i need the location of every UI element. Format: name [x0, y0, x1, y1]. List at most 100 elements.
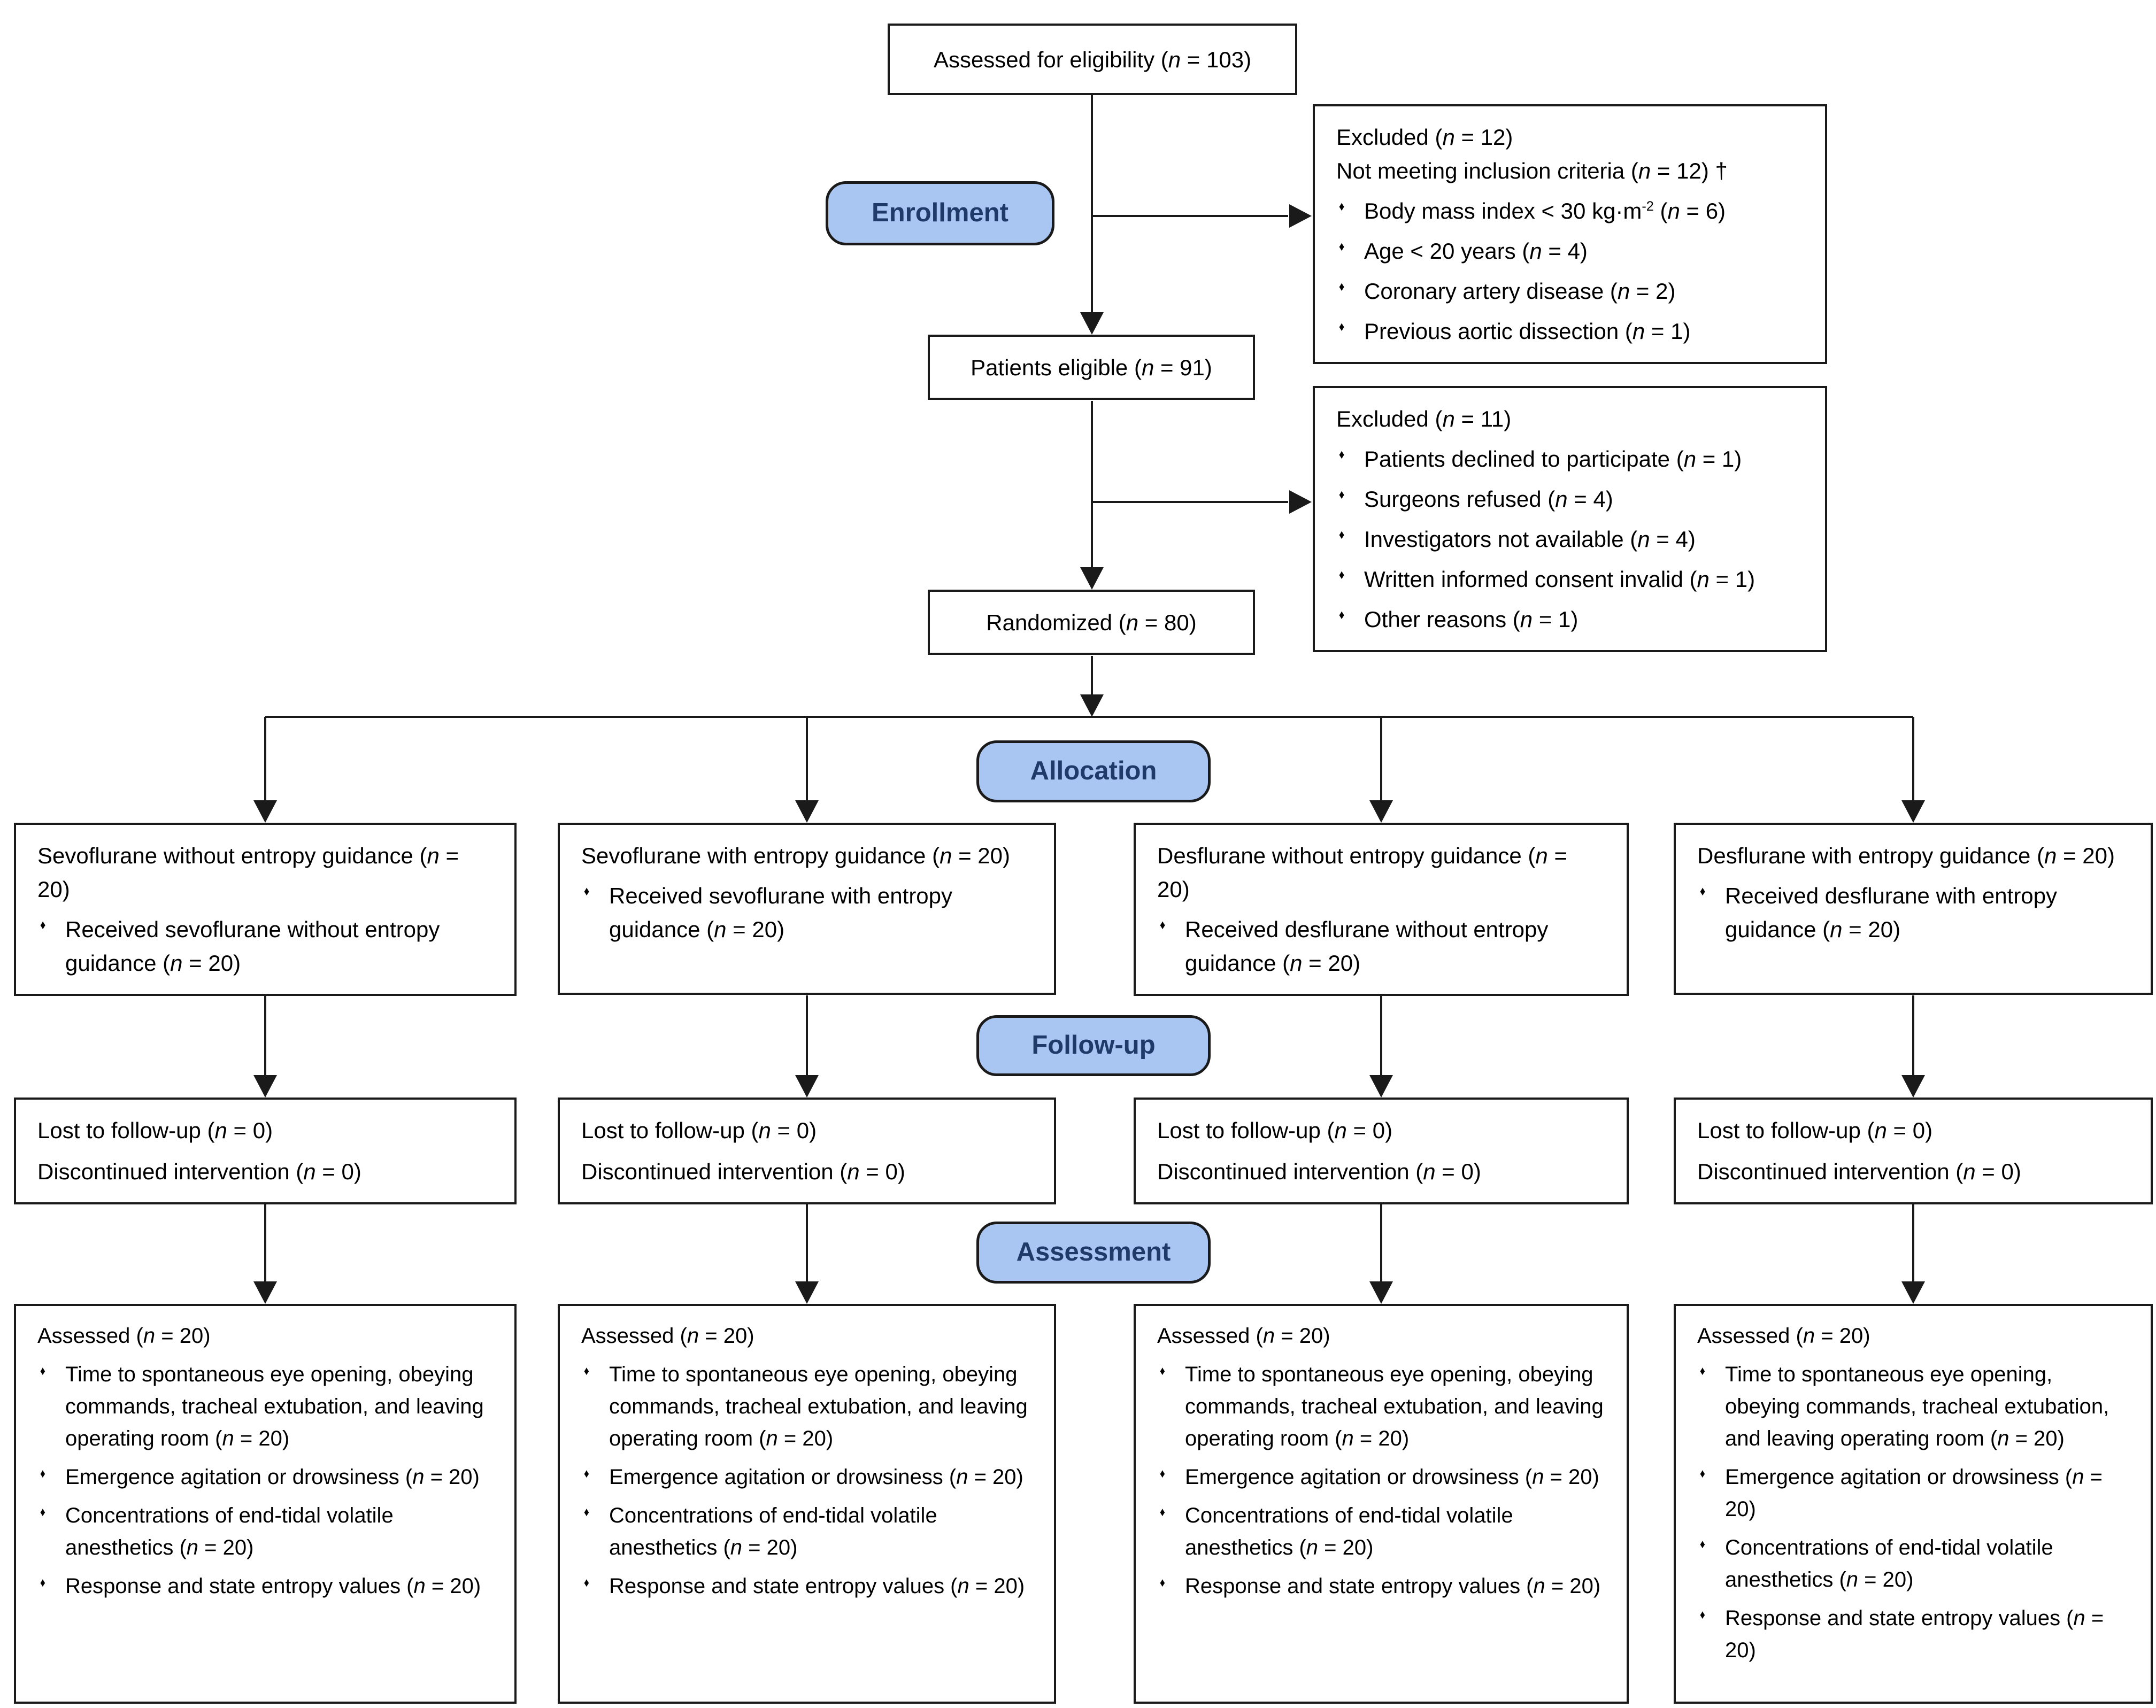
reason-text: Surgeons refused (n = 4): [1364, 486, 1613, 512]
stage-label-followup: Follow-up: [976, 1015, 1211, 1076]
outcome-item: ♦ Concentrations of end-tidal volatile a…: [37, 1500, 493, 1564]
diamond-bullet-icon: ♦: [1699, 1537, 1705, 1551]
followup-box-arm3: Lost to follow-up (n = 0) Discontinued i…: [1134, 1098, 1629, 1204]
excluded-2-title: Excluded (n = 11): [1336, 406, 1512, 431]
outcome-item: ♦ Emergence agitation or drowsiness (n =…: [581, 1461, 1033, 1493]
arrowhead-assessment-arm2: [795, 1281, 819, 1304]
followup-discontinued: Discontinued intervention (n = 0): [581, 1159, 905, 1184]
randomized-text: Randomized (n = 80): [986, 609, 1197, 635]
outcome-text: Time to spontaneous eye opening, obeying…: [65, 1363, 484, 1450]
diamond-bullet-icon: ♦: [1338, 239, 1345, 254]
diamond-bullet-icon: ♦: [1338, 488, 1345, 502]
excluded-box-2: Excluded (n = 11) ♦ Patients declined to…: [1313, 386, 1827, 652]
reason-text: Other reasons (n = 1): [1364, 607, 1578, 632]
arrowhead-assessment-arm4: [1901, 1281, 1925, 1304]
outcome-text: Time to spontaneous eye opening, obeying…: [1725, 1363, 2109, 1450]
outcome-text: Emergence agitation or drowsiness (n = 2…: [609, 1465, 1023, 1489]
outcome-item: ♦ Time to spontaneous eye opening, obeyi…: [37, 1358, 493, 1455]
reason-text: Coronary artery disease (n = 2): [1364, 279, 1676, 304]
reason-item: ♦ Other reasons (n = 1): [1336, 602, 1804, 636]
diamond-bullet-icon: ♦: [1338, 280, 1345, 294]
randomized-box: Randomized (n = 80): [928, 590, 1255, 655]
diamond-bullet-icon: ♦: [40, 918, 46, 932]
outcome-item: ♦ Response and state entropy values (n =…: [1157, 1570, 1605, 1602]
arrowhead-assessment-arm3: [1369, 1281, 1393, 1304]
diamond-bullet-icon: ♦: [583, 884, 590, 899]
outcome-item: ♦ Time to spontaneous eye opening, obeyi…: [1697, 1358, 2129, 1455]
outcome-text: Emergence agitation or drowsiness (n = 2…: [1725, 1465, 2103, 1521]
outcome-text: Time to spontaneous eye opening, obeying…: [609, 1363, 1028, 1450]
allocation-title: Desflurane with entropy guidance (n = 20…: [1697, 843, 2115, 868]
reason-text: Body mass index < 30 kg·m-2 (n = 6): [1364, 198, 1726, 223]
outcome-text: Emergence agitation or drowsiness (n = 2…: [65, 1465, 480, 1489]
allocation-box-arm2: Sevoflurane with entropy guidance (n = 2…: [558, 823, 1056, 995]
excluded-1-subtitle: Not meeting inclusion criteria (n = 12) …: [1336, 158, 1728, 183]
diamond-bullet-icon: ♦: [1159, 918, 1166, 932]
followup-lost: Lost to follow-up (n = 0): [1157, 1118, 1393, 1143]
outcome-text: Concentrations of end-tidal volatile ane…: [1185, 1504, 1513, 1559]
assessment-title: Assessed (n = 20): [37, 1324, 211, 1348]
outcome-item: ♦ Concentrations of end-tidal volatile a…: [581, 1500, 1033, 1564]
diamond-bullet-icon: ♦: [1338, 320, 1345, 334]
diamond-bullet-icon: ♦: [40, 1575, 45, 1589]
outcome-item: ♦ Time to spontaneous eye opening, obeyi…: [581, 1358, 1033, 1455]
followup-discontinued: Discontinued intervention (n = 0): [37, 1159, 361, 1184]
excluded-box-1: Excluded (n = 12) Not meeting inclusion …: [1313, 104, 1827, 364]
allocation-received-item: ♦ Received desflurane with entropy guida…: [1697, 879, 2129, 946]
outcome-text: Response and state entropy values (n = 2…: [609, 1574, 1025, 1598]
diamond-bullet-icon: ♦: [1338, 447, 1345, 462]
diamond-bullet-icon: ♦: [583, 1575, 589, 1589]
diamond-bullet-icon: ♦: [583, 1466, 589, 1480]
outcome-item: ♦ Emergence agitation or drowsiness (n =…: [1697, 1461, 2129, 1525]
diamond-bullet-icon: ♦: [1699, 1364, 1705, 1378]
excluded-1-title: Excluded (n = 12): [1336, 125, 1513, 150]
outcome-item: ♦ Response and state entropy values (n =…: [37, 1570, 493, 1602]
outcome-text: Emergence agitation or drowsiness (n = 2…: [1185, 1465, 1599, 1489]
outcome-text: Response and state entropy values (n = 2…: [1185, 1574, 1601, 1598]
assessment-box-arm2: Assessed (n = 20) ♦ Time to spontaneous …: [558, 1304, 1056, 1704]
reason-item: ♦ Previous aortic dissection (n = 1): [1336, 314, 1804, 348]
followup-box-arm1: Lost to follow-up (n = 0) Discontinued i…: [14, 1098, 517, 1204]
outcome-text: Concentrations of end-tidal volatile ane…: [1725, 1536, 2053, 1591]
diamond-bullet-icon: ♦: [1159, 1505, 1165, 1519]
allocation-received-item: ♦ Received desflurane without entropy gu…: [1157, 913, 1605, 980]
stage-label-assessment-text: Assessment: [1016, 1238, 1171, 1267]
allocation-box-arm3: Desflurane without entropy guidance (n =…: [1134, 823, 1629, 996]
allocation-title: Sevoflurane with entropy guidance (n = 2…: [581, 843, 1011, 868]
diamond-bullet-icon: ♦: [1159, 1364, 1165, 1378]
eligible-box: Patients eligible (n = 91): [928, 335, 1255, 400]
reason-item: ♦ Coronary artery disease (n = 2): [1336, 274, 1804, 308]
diamond-bullet-icon: ♦: [583, 1505, 589, 1519]
allocation-title: Desflurane without entropy guidance (n =…: [1157, 843, 1567, 902]
assessed-text: Assessed for eligibility (n = 103): [933, 47, 1252, 72]
arrowhead-followup-arm4: [1901, 1075, 1925, 1098]
arrowhead-followup-arm3: [1369, 1075, 1393, 1098]
outcome-item: ♦ Concentrations of end-tidal volatile a…: [1157, 1500, 1605, 1564]
arrowhead-followup-arm2: [795, 1075, 819, 1098]
arrowhead-randomized: [1080, 567, 1104, 590]
diamond-bullet-icon: ♦: [583, 1364, 589, 1378]
diamond-bullet-icon: ♦: [1159, 1575, 1165, 1589]
allocation-received-text: Received sevoflurane with entropy guidan…: [609, 883, 953, 942]
outcome-item: ♦ Response and state entropy values (n =…: [581, 1570, 1033, 1602]
stage-label-allocation: Allocation: [976, 740, 1211, 802]
reason-item: ♦ Written informed consent invalid (n = …: [1336, 562, 1804, 596]
allocation-received-item: ♦ Received sevoflurane without entropy g…: [37, 913, 493, 980]
outcome-item: ♦ Concentrations of end-tidal volatile a…: [1697, 1532, 2129, 1596]
allocation-title: Sevoflurane without entropy guidance (n …: [37, 843, 459, 902]
arrowhead-alloc-arm2: [795, 800, 819, 823]
stage-label-followup-text: Follow-up: [1031, 1031, 1156, 1060]
outcome-text: Concentrations of end-tidal volatile ane…: [65, 1504, 394, 1559]
diamond-bullet-icon: ♦: [1699, 1466, 1705, 1480]
assessment-box-arm3: Assessed (n = 20) ♦ Time to spontaneous …: [1134, 1304, 1629, 1704]
assessment-box-arm1: Assessed (n = 20) ♦ Time to spontaneous …: [14, 1304, 517, 1704]
arrowhead-followup-arm1: [253, 1075, 277, 1098]
allocation-received-text: Received desflurane without entropy guid…: [1185, 917, 1549, 976]
stage-label-allocation-text: Allocation: [1030, 756, 1157, 786]
diamond-bullet-icon: ♦: [1338, 528, 1345, 542]
arrowhead-excluded-2: [1289, 490, 1312, 514]
arrowhead-assessment-arm1: [253, 1281, 277, 1304]
outcome-item: ♦ Response and state entropy values (n =…: [1697, 1602, 2129, 1666]
reason-text: Patients declined to participate (n = 1): [1364, 446, 1742, 472]
